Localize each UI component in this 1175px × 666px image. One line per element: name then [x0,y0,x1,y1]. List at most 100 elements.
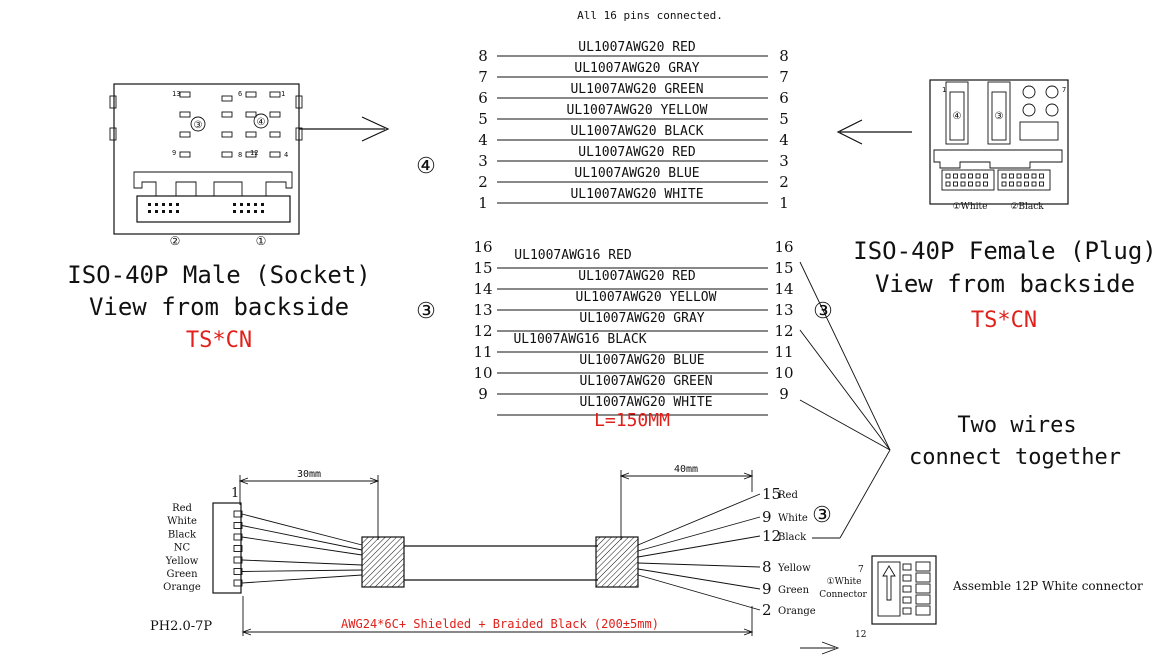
pin-dot [254,203,257,206]
pin-cell [953,173,958,179]
pin-cell [1024,173,1029,179]
pin-cell [968,181,973,187]
connector-cell [915,605,931,616]
pin-number-right: 9 [779,385,789,403]
pin-dot [155,203,158,206]
socket-slot [269,111,281,118]
pin-number-left: 11 [473,343,492,361]
pin-dot [254,210,257,213]
socket-slot [245,91,257,98]
fan-wire [637,562,761,568]
socket-slot [221,95,233,102]
pin-dot [155,210,158,213]
pin-number-right: 12 [774,322,793,340]
female-marker: 7 [1062,86,1066,94]
pin-number-left: 9 [478,385,488,403]
pin-number-right: 16 [774,238,793,256]
pin-cell [960,181,966,187]
wire-label: UL1007AWG20 BLUE [574,166,699,181]
pin-cell [975,173,981,179]
fan-wire [241,525,363,551]
female-brand: TS*CN [971,308,1037,333]
male-port-label-1: ① [256,234,267,248]
wire-color-label: Yellow [165,556,199,567]
socket-slot [179,91,191,98]
wire-label: UL1007AWG20 RED [578,40,696,55]
right-pin-number: 9 [762,508,772,526]
male-marker-3: ③ [194,120,203,131]
wire-label: UL1007AWG20 RED [578,269,696,284]
pin-number-right: 4 [779,131,789,149]
pin-number-right: 3 [779,152,789,170]
socket-slot [179,111,191,118]
right-wire-color: Black [778,532,807,543]
pin-number-right: 13 [774,301,793,319]
connector12-label1: ①White [827,577,862,587]
two-wires-note-line2: connect together [909,445,1121,470]
fan-wire [637,574,761,611]
male-socket-num: 6 [238,90,242,98]
pin-cell [960,173,966,179]
socket-slot [269,131,281,138]
pin-number-right: 1 [779,194,789,212]
section4-marker: ④ [416,154,436,179]
male-socket-num: 1 [281,90,285,98]
wire-color-label: Red [172,503,192,514]
wire-color-label: NC [174,543,191,554]
pin-number-left: 3 [478,152,488,170]
right-pin-number: 15 [762,485,781,503]
wire-label: UL1007AWG20 WHITE [570,187,703,202]
right-pin-number: 8 [762,558,772,576]
pin-cell [975,181,981,187]
female-marker: ③ [995,111,1004,122]
pin-dot [240,203,243,206]
pin-cell [953,181,958,187]
assemble-note: Assemble 12P White connector [952,579,1143,593]
pin-cell [1039,181,1044,187]
pin-number-right: 15 [774,259,793,277]
female-marker: 1 [942,86,946,94]
male-brand: TS*CN [186,328,252,353]
pin-dot [247,210,250,213]
connector-cell [902,563,912,571]
fan-wire [241,513,363,546]
pin-number-right: 11 [774,343,793,361]
socket-slot [179,131,191,138]
pin-number-right: 6 [779,89,789,107]
male-socket-num: 12 [250,149,258,157]
wire-label: UL1007AWG20 BLUE [579,353,704,368]
pin-cell [968,173,973,179]
connector-cell [902,574,912,582]
pin-cell [1001,173,1007,179]
pin-number-left: 7 [478,68,488,86]
wire-label: UL1007AWG20 GRAY [574,61,699,76]
socket-slot [245,131,257,138]
fan-wire [241,574,363,584]
right-pin-number: 9 [762,580,772,598]
connector-cell [915,572,931,583]
pin-number-right: 10 [774,364,793,382]
pin-dot [148,210,151,213]
male-subtitle: View from backside [89,293,349,321]
pin-cell [1009,181,1014,187]
pin-cell [945,181,951,187]
male-marker-4: ④ [257,117,266,128]
connector12-pin-top: 7 [858,565,864,575]
wire-label: UL1007AWG20 YELLOW [576,290,717,305]
socket-slot [269,91,281,98]
pin-number-right: 5 [779,110,789,128]
fan-wire [637,516,761,552]
pin-number-left: 14 [473,280,492,298]
wire-color-label: White [167,516,197,527]
two-wires-note-line1: Two wires [957,413,1076,438]
female-title: ISO-40P Female (Plug) [853,237,1156,265]
pin-number-left: 2 [478,173,488,191]
fan-wire [637,535,761,558]
pin-cell [1016,173,1022,179]
pin-number-left: 16 [473,238,492,256]
male-socket-num: 9 [172,149,176,157]
wire-color-label: Orange [163,582,201,593]
female-subtitle: View from backside [875,270,1135,298]
pin-cell [1009,173,1014,179]
